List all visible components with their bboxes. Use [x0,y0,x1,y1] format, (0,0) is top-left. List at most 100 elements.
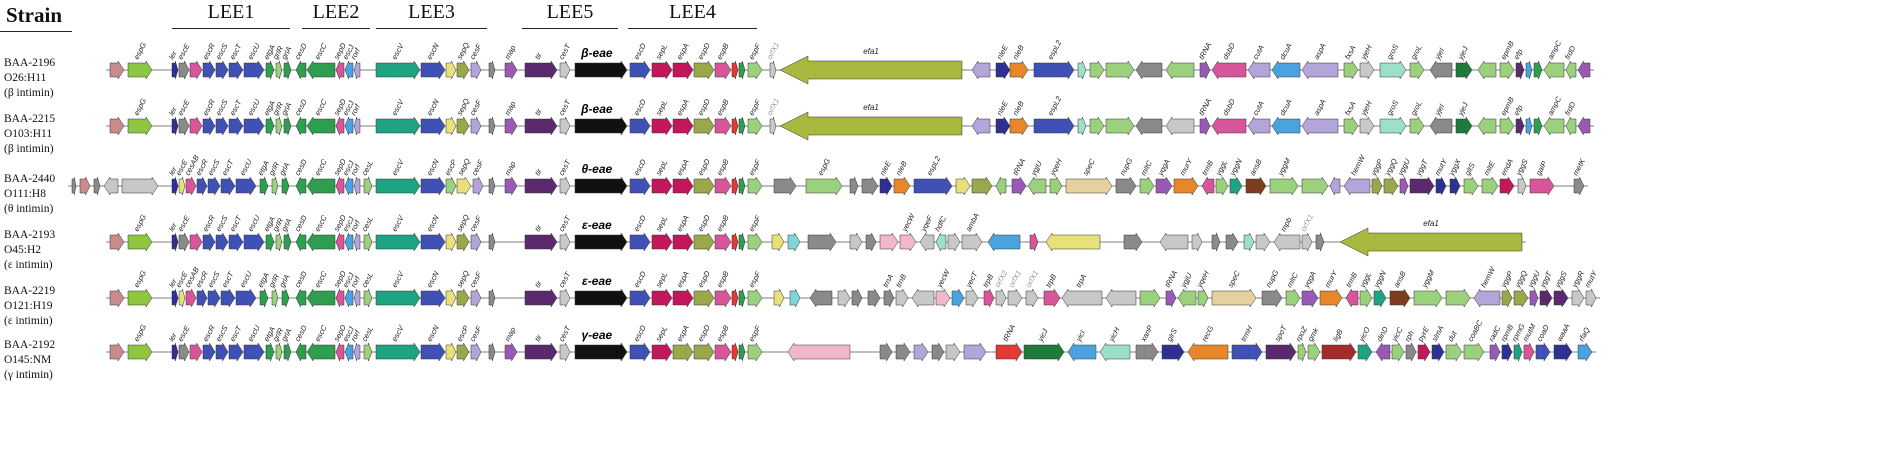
gene-label: waaA [1555,322,1572,343]
gene-arrow [1329,176,1341,196]
gene-arrow [1463,342,1485,362]
gene-arrow [306,342,336,362]
gene-arrow [1391,342,1405,362]
gene-arrow [275,342,283,362]
gene-arrow [1105,288,1137,308]
gene-arrow [714,176,732,196]
gene-label: metK [1571,156,1588,177]
gene-label: groL [1409,43,1424,60]
gene-arrow [714,232,732,252]
gene-arrow [215,342,229,362]
gene-arrow [375,342,421,362]
gene-arrow [275,116,283,136]
gene-arrow [1409,116,1425,136]
gene-arrow [1571,288,1585,308]
gene-arrow [693,176,715,196]
gene-arrow [1535,342,1551,362]
gene-arrow [306,288,336,308]
gene-arrow [849,176,859,196]
gene-arrow [899,232,917,252]
gene-label: grlA [277,273,291,289]
gene-arrow [1301,232,1313,252]
gene-label: espD [696,157,712,177]
gene-arrow [243,116,265,136]
gene-label: yjeJ [1455,45,1470,62]
gene-arrow [470,288,482,308]
gene-label: speC [1226,269,1242,289]
gene-label: cutA [1251,99,1266,116]
gene-arrow [865,232,877,252]
gene-arrow [965,288,979,308]
gene-arrow [931,342,945,362]
gene-arrow [375,232,421,252]
gene-label: trpB [981,273,995,289]
gene-arrow [731,176,739,196]
strain-label-line: O145:NM [4,354,52,366]
gene-arrow [1525,116,1533,136]
gene-arrow [913,176,953,196]
gene-arrow [127,342,153,362]
gene-arrow [524,176,558,196]
gene-arrow [731,60,739,80]
gene-arrow [961,232,983,252]
gene-arrow [1269,176,1299,196]
gene-label: yqeH [1194,269,1211,290]
gene-arrow [375,60,421,80]
gene-label: espG [816,157,832,177]
gene-arrow [283,60,292,80]
gene-label: espG [132,97,148,117]
gene-arrow [1307,342,1321,362]
strain-label-line: BAA-2196 [4,57,56,69]
gene-arrow [1529,288,1539,308]
gene-label: escT [220,269,236,289]
gene-arrow [983,288,995,308]
gene-label: yggN [1371,269,1388,290]
gene-arrow [1481,176,1499,196]
gene-arrow [1319,288,1343,308]
gene-arrow [445,288,457,308]
gene-arrow [283,232,292,252]
gene-arrow [1105,116,1135,136]
gene-label: efa1 [863,103,879,112]
gene-label: sepL [654,98,670,117]
gene-label: espB [715,270,731,289]
gene-label: tir [533,223,544,233]
gene-arrow [456,60,470,80]
lee-label: LEE4 [669,1,716,23]
gene-arrow [1043,288,1061,308]
gene-arrow [1533,60,1543,80]
gene-arrow [189,116,203,136]
lee-label: LEE1 [207,1,255,23]
gene-arrow [1025,288,1039,308]
gene-arrow [1139,176,1155,196]
gene-arrow [809,288,833,308]
gene-arrow [773,176,797,196]
gene-label: escT [220,157,236,177]
gene-label: yicO [1356,325,1372,343]
gene-arrow [524,60,558,80]
gene-arrow [121,176,159,196]
gene-arrow [306,116,336,136]
gene-label: espF [747,270,763,289]
gene-arrow [283,342,292,362]
gene-label: espB [715,158,731,177]
gene-arrow [1501,342,1513,362]
gene-arrow [524,342,558,362]
gene-arrow [445,232,457,252]
gene-arrow [1501,288,1513,308]
gene-arrow [879,232,899,252]
gene-arrow [353,176,361,196]
gene-arrow [488,176,496,196]
gene-label: yicC [1389,325,1405,343]
strain-label-line: (ε intimin) [4,315,53,327]
gene-arrow [629,176,651,196]
gene-label: escP [455,324,471,343]
gene-arrow [1565,116,1577,136]
gene-label: map [503,160,518,177]
gene-arrow [672,176,694,196]
gene-arrow [456,342,470,362]
gene-arrow [295,60,307,80]
gene-arrow [215,116,229,136]
gene-label: espD [696,269,712,289]
gene-label: escU [246,323,262,343]
